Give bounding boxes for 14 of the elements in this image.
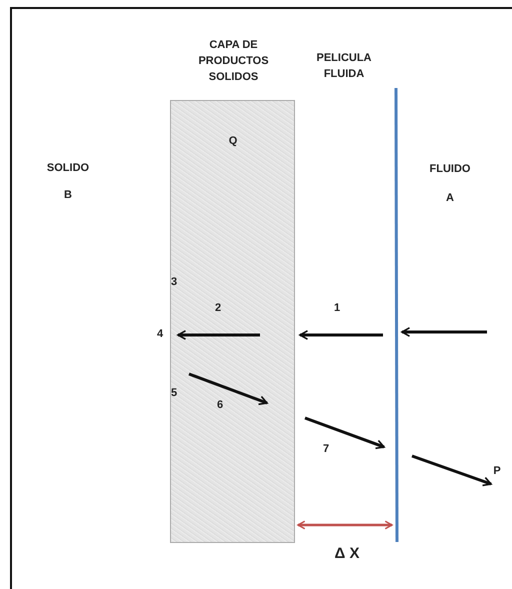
thickness-label: Δ X [334, 545, 360, 562]
step-number: 6 [216, 398, 224, 413]
step-number: 7 [322, 442, 330, 457]
layer-symbol: Q [228, 134, 238, 149]
zone-heading: SOLIDO B [46, 161, 90, 203]
step-number: 3 [170, 275, 178, 290]
step-number: 4 [156, 327, 164, 342]
layer-heading: CAPA DE PRODUCTOS SOLIDOS [197, 38, 270, 85]
product-symbol: P [492, 464, 502, 479]
step-number: 5 [170, 386, 178, 401]
step-number: 1 [332, 301, 342, 316]
zone-heading: PELICULA FLUIDA [316, 51, 372, 82]
step-number: 2 [214, 301, 222, 316]
zone-heading: FLUIDO A [428, 162, 472, 206]
